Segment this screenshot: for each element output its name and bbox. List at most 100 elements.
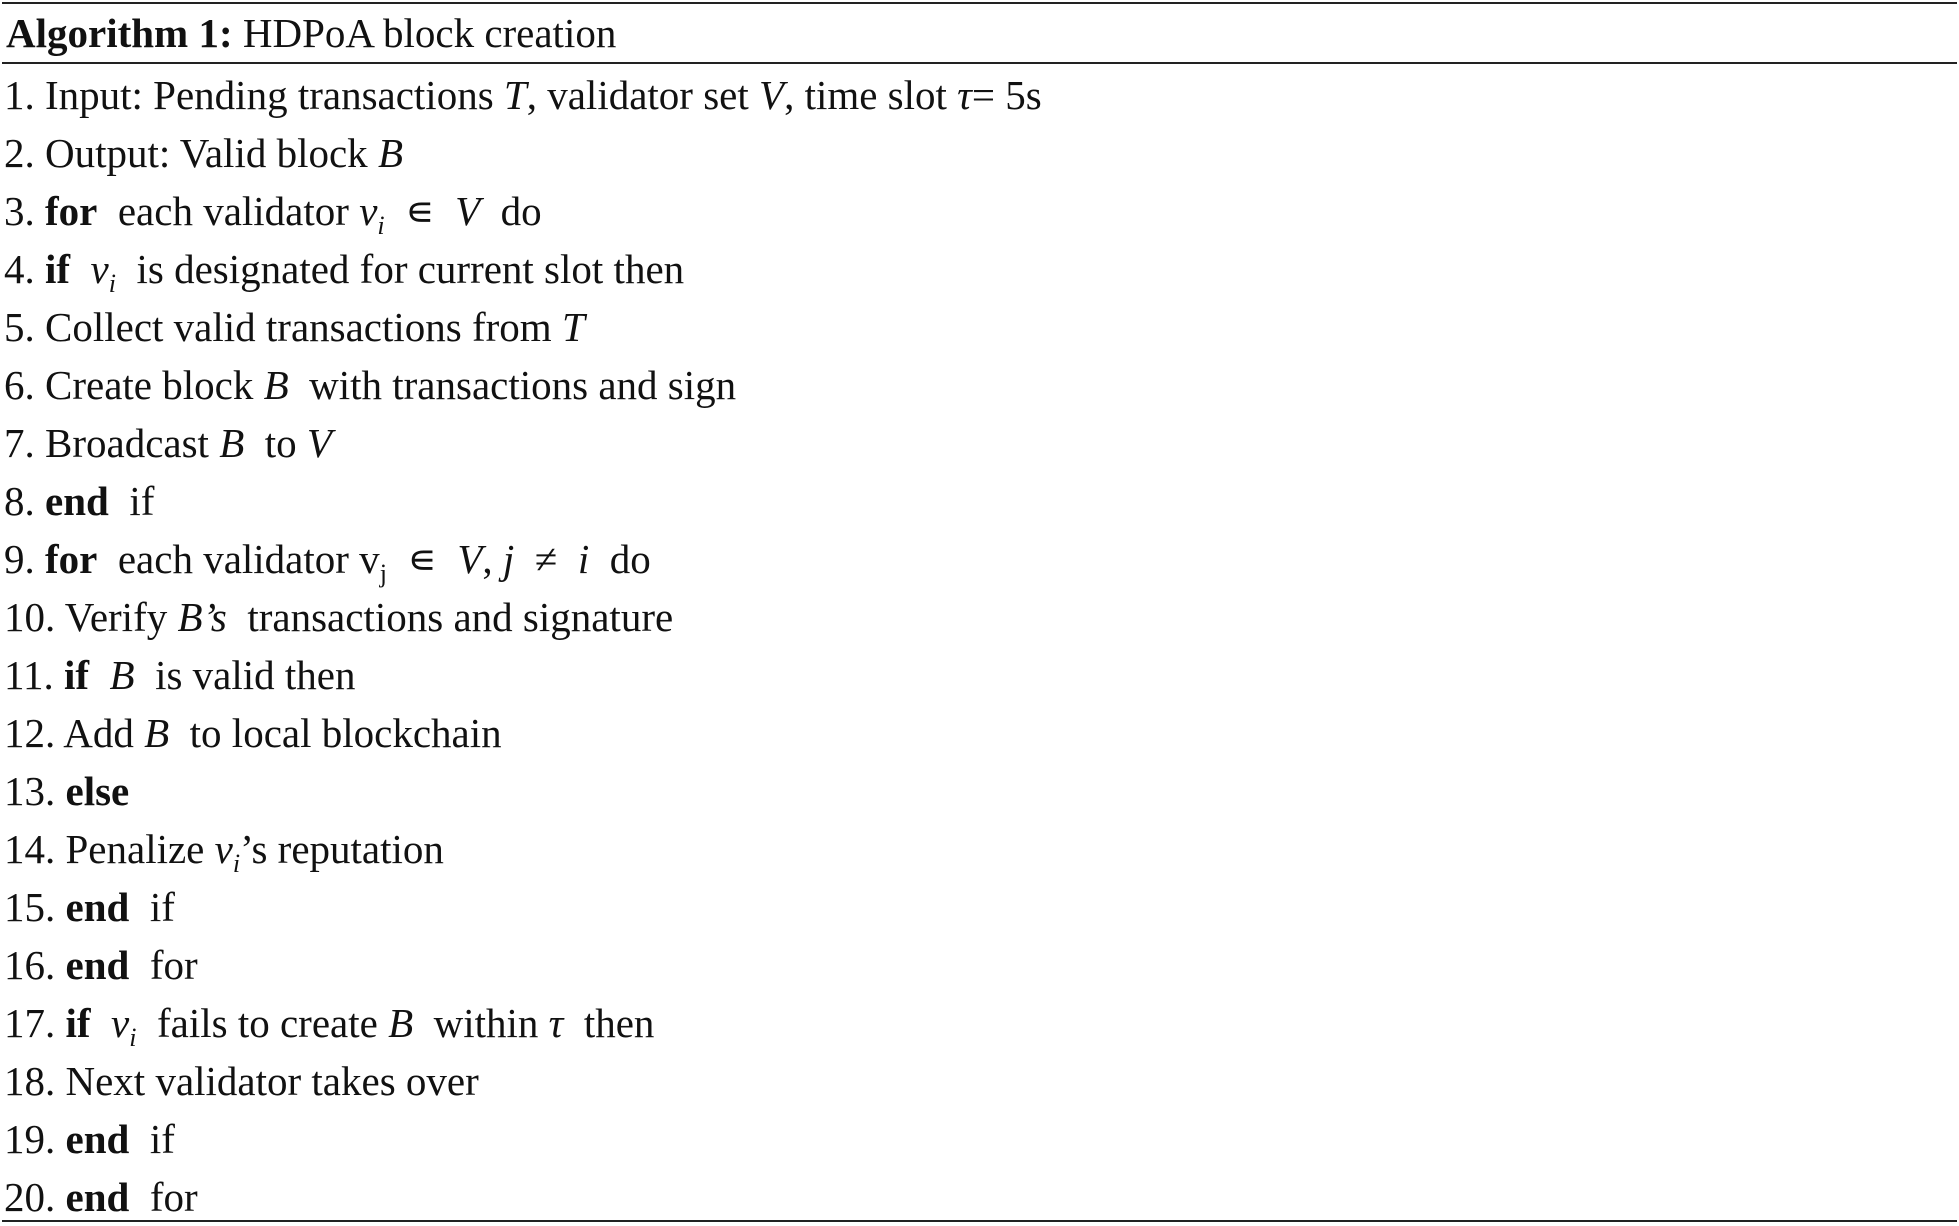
line-segment: within (413, 1000, 549, 1046)
algorithm-line: 15. end if (4, 878, 175, 936)
line-segment: end (65, 1174, 130, 1220)
line-segment: B (377, 130, 403, 176)
line-segment: 19. (4, 1116, 66, 1162)
line-segment: ’s reputation (240, 826, 444, 872)
line-segment: B (388, 1000, 414, 1046)
algorithm-line: 1. Input: Pending transactions T, valida… (4, 66, 1042, 124)
algorithm-line: 16. end for (4, 936, 198, 994)
line-segment: 7. Broadcast (4, 420, 220, 466)
line-segment: V (759, 72, 785, 118)
line-segment: T (561, 304, 585, 350)
line-segment: i (108, 269, 116, 299)
algorithm-line: 9. for each validator vj ∊ V, j ≠ i do (4, 530, 651, 588)
line-segment (89, 652, 110, 698)
line-segment: fails to create (136, 1000, 389, 1046)
algorithm-line: 4. if vi is designated for current slot … (4, 240, 684, 298)
line-segment: V (455, 188, 481, 234)
line-segment: , time slot (784, 72, 958, 118)
algorithm-line: 7. Broadcast B to V (4, 414, 332, 472)
line-segment: ∊ (386, 536, 458, 582)
line-segment: do (480, 188, 542, 234)
line-segment: 9. (4, 536, 45, 582)
line-segment: τ (957, 72, 972, 118)
algorithm-line: 12. Add B to local blockchain (4, 704, 502, 762)
line-segment: 11. (4, 652, 64, 698)
line-segment: if (108, 478, 155, 524)
line-segment: for (45, 536, 98, 582)
line-segment: 16. (4, 942, 66, 988)
line-segment: for (129, 942, 198, 988)
line-segment: T (503, 72, 527, 118)
line-segment: 5. Collect valid transactions from (4, 304, 562, 350)
line-segment: ≠ (514, 536, 578, 582)
line-segment: if (65, 1000, 91, 1046)
line-segment: v (111, 1000, 130, 1046)
line-segment: end (65, 1116, 130, 1162)
line-segment: 8. (4, 478, 45, 524)
algorithm-line: 8. end if (4, 472, 154, 530)
line-segment: i (232, 849, 241, 879)
algorithm-line: 19. end if (4, 1110, 175, 1168)
algorithm-line: 13. else (4, 762, 129, 820)
line-segment: 18. Next validator takes over (4, 1058, 479, 1104)
line-segment: 14. Penalize (4, 826, 215, 872)
algorithm-line: 6. Create block B with transactions and … (4, 356, 736, 414)
line-segment: i (129, 1023, 137, 1053)
line-segment: 6. Create block (4, 362, 264, 408)
line-segment: with transactions and sign (288, 362, 737, 408)
algorithm-line: 10. Verify B’s transactions and signatur… (4, 588, 673, 646)
line-segment: v (359, 188, 378, 234)
line-segment: j (379, 559, 387, 589)
line-segment: V (457, 536, 483, 582)
line-segment (70, 246, 91, 292)
line-segment: ∊ (384, 188, 456, 234)
line-segment: end (65, 942, 130, 988)
algorithm-line: 5. Collect valid transactions from T (4, 298, 585, 356)
line-segment: V (306, 420, 332, 466)
line-segment: B (263, 362, 289, 408)
line-segment: 3. (4, 188, 45, 234)
line-segment: if (45, 246, 71, 292)
line-segment: 2. Output: Valid block (4, 130, 378, 176)
line-segment: 20. (4, 1174, 66, 1220)
line-segment: τ (548, 1000, 564, 1046)
line-segment: 10. Verify (4, 594, 178, 640)
algorithm-line: 20. end for (4, 1168, 198, 1226)
line-segment: end (65, 884, 130, 930)
algorithm-line: 3. for each validator vi ∊ V do (4, 182, 542, 240)
line-segment: B’s (177, 594, 227, 640)
algorithm-line: 14. Penalize vi’s reputation (4, 820, 444, 878)
line-segment: to (244, 420, 307, 466)
line-segment: 15. (4, 884, 66, 930)
line-segment: transactions and signature (226, 594, 674, 640)
caption-rule (2, 62, 1957, 64)
line-segment: for (45, 188, 98, 234)
line-segment: if (63, 652, 90, 698)
line-segment: i (377, 211, 385, 241)
line-segment: if (129, 884, 175, 930)
line-segment: for (129, 1174, 198, 1220)
line-segment: v (90, 246, 109, 292)
line-segment: is designated for current slot then (115, 246, 685, 292)
line-segment: 17. (4, 1000, 66, 1046)
line-segment: is valid then (134, 652, 356, 698)
line-segment: 4. (4, 246, 45, 292)
line-segment: each validator (97, 188, 360, 234)
line-segment: else (65, 768, 130, 814)
algorithm-title: HDPoA block creation (242, 10, 617, 56)
line-segment: 13. (4, 768, 66, 814)
line-segment: to local blockchain (169, 710, 502, 756)
algorithm-line: 17. if vi fails to create B within τ the… (4, 994, 654, 1052)
line-segment: v (214, 826, 233, 872)
line-segment: , (482, 536, 503, 582)
line-segment: each validator v (97, 536, 380, 582)
algorithm-line: 18. Next validator takes over (4, 1052, 479, 1110)
line-segment: B (219, 420, 245, 466)
top-rule (2, 2, 1957, 4)
line-segment: i (577, 536, 590, 582)
line-segment: j (502, 536, 515, 582)
line-segment: do (589, 536, 651, 582)
line-segment: end (45, 478, 109, 524)
algorithm-label: Algorithm 1: (6, 10, 233, 56)
bottom-rule (2, 1220, 1957, 1222)
